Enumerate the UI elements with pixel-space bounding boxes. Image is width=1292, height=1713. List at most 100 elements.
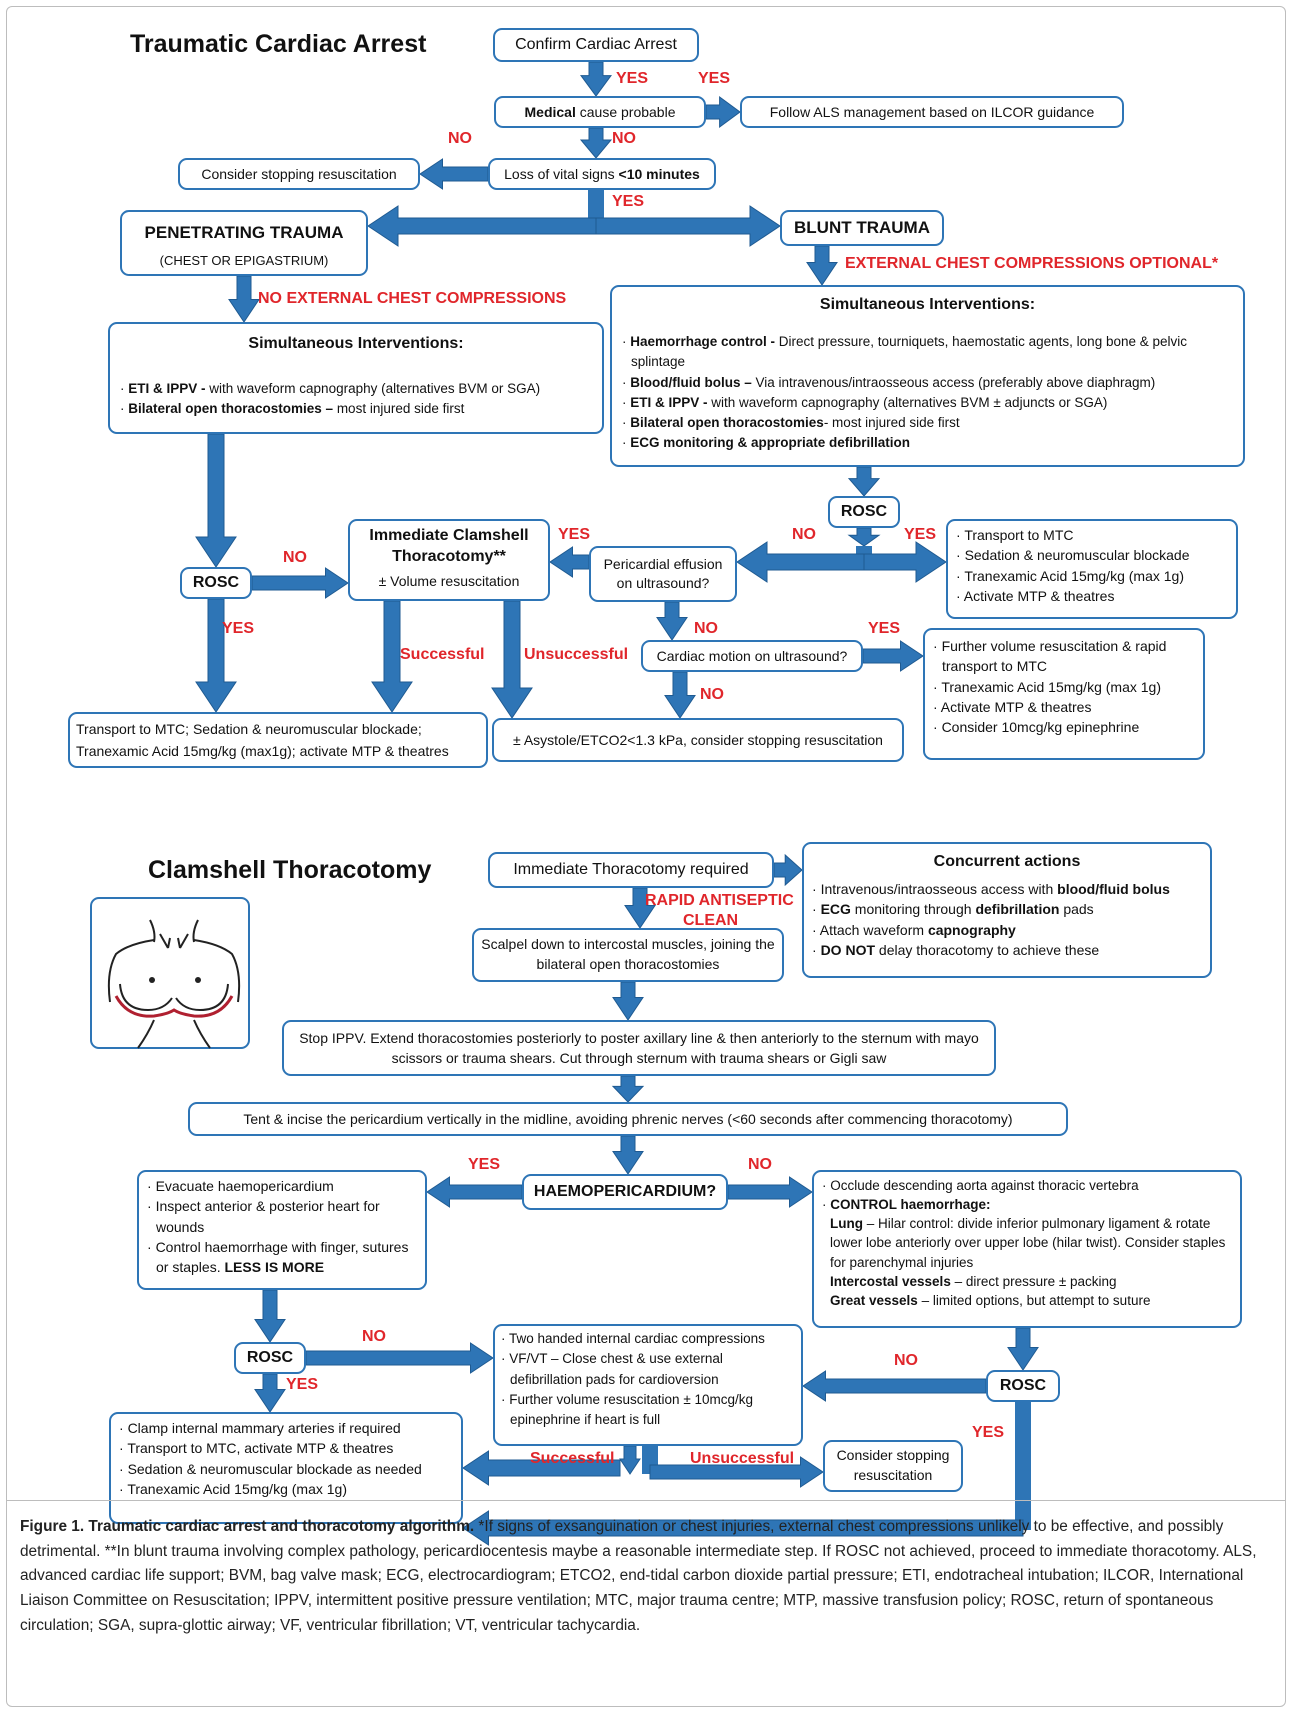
clamshell-box: Immediate Clamshell Thoracotomy** ± Volu… (348, 519, 550, 601)
title-clamshell: Clamshell Thoracotomy (148, 856, 432, 884)
control-bold: CONTROL haemorrhage: (830, 1197, 991, 1213)
flow-arrow-12 (195, 598, 237, 713)
figure-frame (6, 6, 1286, 1707)
right-sim-header: Simultaneous Interventions: (819, 296, 1036, 313)
unsuccessful-label-1: Unsuccessful (524, 646, 629, 663)
great-vessels-text: Great vessels – limited options, but att… (822, 1291, 1232, 1310)
follow-als-box: Follow ALS management based on ILCOR gui… (740, 96, 1124, 128)
great-vessels-bold: Great vessels (830, 1292, 918, 1308)
internal-item-2: VF/VT – Close chest & use external defib… (501, 1349, 795, 1390)
flow-connector-40 (1015, 1402, 1031, 1530)
flow-arrow-26 (612, 981, 644, 1021)
concurrent-list: Intravenous/intraosseous access with blo… (812, 879, 1202, 960)
flow-arrow-23 (664, 671, 696, 719)
clamp-list: Clamp internal mammary arteries if requi… (119, 1418, 453, 1499)
no-ecc-label: NO EXTERNAL CHEST COMPRESSIONS (258, 290, 567, 307)
flow-arrow-41 (462, 1510, 1024, 1546)
left-sim-text-2: most injured side first (333, 400, 465, 416)
left-sim-bold-1: ETI & IPPV - (128, 381, 206, 397)
lung-rest: – Hilar control: divide inferior pulmona… (830, 1216, 1226, 1270)
left-sim-item-2: Bilateral open thoracostomies – most inj… (120, 399, 592, 419)
flow-arrow-19 (371, 600, 413, 713)
right-sim-item-3: ETI & IPPV - with waveform capnography (… (622, 393, 1233, 413)
yes-label-rosc-4: YES (972, 1424, 1005, 1441)
successful-label-2: Successful (530, 1450, 615, 1467)
intercostal-bold: Intercostal vessels (830, 1273, 951, 1289)
concurrent-post-4: delay thoracotomy to achieve these (875, 942, 1100, 959)
flow-arrow-10 (195, 433, 237, 568)
flow-arrow-27 (611, 1075, 645, 1103)
intercostal-rest: – direct pressure ± packing (950, 1273, 1117, 1289)
flow-arrow-17 (736, 541, 865, 583)
lung-text: Lung – Hilar control: divide inferior pu… (822, 1214, 1232, 1271)
caption-rule (6, 1500, 1286, 1501)
evac-item-1: Evacuate haemopericardium (147, 1176, 417, 1196)
rapid-antiseptic-label: RAPID ANTISEPTIC (645, 892, 794, 909)
caption-text: *If signs of exsanguination or chest inj… (20, 1518, 1257, 1634)
figure-caption: Figure 1. Traumatic cardiac arrest and t… (20, 1515, 1272, 1638)
consider-stopping-box: Consider stopping resuscitation (178, 158, 420, 190)
flow-arrow-21 (656, 601, 688, 641)
left-sim-bold-2: Bilateral open thoracostomies – (128, 400, 334, 416)
title-traumatic-arrest: Traumatic Cardiac Arrest (130, 30, 427, 58)
occlude-box: Occlude descending aorta against thoraci… (812, 1170, 1242, 1328)
left-simultaneous-box: Simultaneous Interventions: ETI & IPPV -… (108, 322, 604, 434)
rosc-box-left: ROSC (180, 567, 252, 599)
concurrent-post-2: monitoring through (850, 901, 976, 918)
left-sim-text-1: with waveform capnography (alternatives … (205, 381, 541, 397)
cardiac-motion-box: Cardiac motion on ultrasound? (641, 640, 863, 672)
further-list-box: Further volume resuscitation & rapid tra… (923, 628, 1205, 760)
further-item-4: Consider 10mcg/kg epinephrine (933, 717, 1195, 737)
flow-arrow-20 (491, 600, 533, 719)
evac-last-bold: LESS IS MORE (224, 1259, 325, 1276)
yes-label-haemo: YES (468, 1156, 501, 1173)
transport-item-1: Transport to MTC (956, 525, 1228, 545)
flow-arrow-30 (727, 1176, 813, 1208)
clamp-item-2: Transport to MTC, activate MTP & theatre… (119, 1438, 453, 1458)
right-sim-item-4: Bilateral open thoracostomies- most inju… (622, 413, 1233, 433)
no-label-asystole: NO (700, 686, 724, 703)
concurrent-post2-2: pads (1059, 901, 1094, 918)
concurrent-item-1: Intravenous/intraosseous access with blo… (812, 879, 1202, 899)
right-sim-list: Haemorrhage control - Direct pressure, t… (622, 332, 1233, 454)
flow-arrow-9 (228, 275, 260, 323)
transport-list-box: Transport to MTCSedation & neuromuscular… (946, 519, 1238, 619)
transport-item-2: Sedation & neuromuscular blockade (956, 545, 1228, 565)
torso-illustration (107, 919, 241, 1049)
asystole-box: ± Asystole/ETCO2<1.3 kPa, consider stopp… (492, 718, 904, 762)
no-label-rosc-right: NO (792, 526, 816, 543)
yes-label-pericardial: YES (558, 526, 591, 543)
thoracotomy-required-box: Immediate Thoracotomy required (488, 852, 774, 888)
flow-arrow-13 (847, 466, 881, 497)
yes-label-1: YES (616, 70, 649, 87)
evac-item-3: Control haemorrhage with finger, sutures… (147, 1237, 417, 1278)
flow-arrow-3 (579, 127, 613, 159)
flow-arrow-8 (806, 245, 838, 286)
consider-stopping-box-2: Consider stopping resuscitation (823, 1440, 963, 1492)
rosc-box-3: ROSC (234, 1342, 306, 1374)
left-sim-item-1: ETI & IPPV - with waveform capnography (… (120, 379, 592, 399)
intercostal-text: Intercostal vessels – direct pressure ± … (822, 1272, 1232, 1291)
rosc-box-right: ROSC (828, 496, 900, 528)
loss-vital-bold: <10 minutes (618, 165, 700, 182)
bottom-left-transport-box: Transport to MTC; Sedation & neuromuscul… (68, 712, 488, 768)
flow-arrow-2 (705, 96, 741, 128)
flow-arrow-18 (549, 546, 590, 578)
internal-list: Two handed internal cardiac compressions… (501, 1329, 795, 1430)
concurrent-bold2-2: defibrillation (975, 901, 1060, 918)
occlude-item: Occlude descending aorta against thoraci… (822, 1176, 1232, 1195)
no-label-2: NO (448, 130, 472, 147)
chest-illustration (90, 897, 250, 1049)
evacuate-box: Evacuate haemopericardium Inspect anteri… (137, 1170, 427, 1290)
tent-incise-box: Tent & incise the pericardium vertically… (188, 1102, 1068, 1136)
flow-arrow-6 (367, 205, 597, 247)
successful-label-1: Successful (400, 646, 485, 663)
penetrating-sub: (CHEST OR EPIGASTRIUM) (159, 252, 329, 268)
flow-arrow-34 (802, 1370, 987, 1402)
further-item-1: Further volume resuscitation & rapid tra… (933, 636, 1195, 677)
right-sim-bold-2: Blood/fluid bolus – (630, 374, 752, 390)
clamshell-title: Immediate Clamshell Thoracotomy** (369, 527, 529, 565)
rosc-box-4: ROSC (986, 1370, 1060, 1402)
transport-list: Transport to MTCSedation & neuromuscular… (956, 525, 1228, 606)
further-item-2: Tranexamic Acid 15mg/kg (max 1g) (933, 677, 1195, 697)
